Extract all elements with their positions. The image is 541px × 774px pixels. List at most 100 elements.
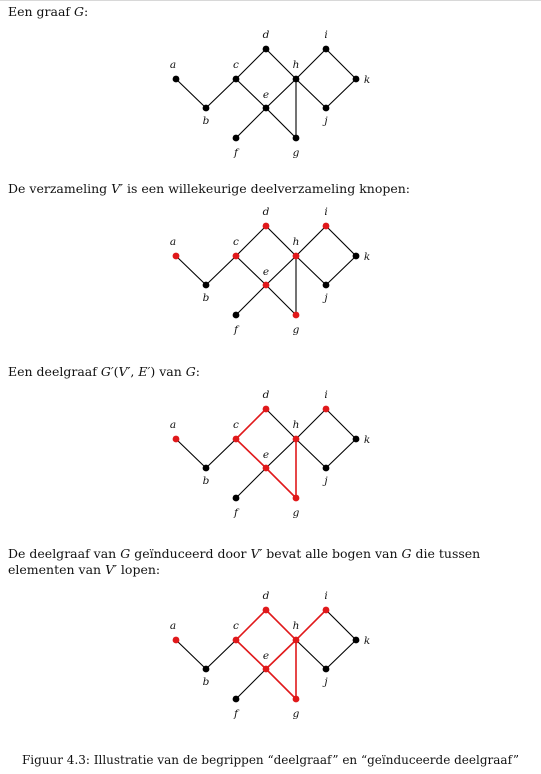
node-e	[262, 464, 270, 472]
edge-e-g	[265, 107, 297, 139]
node-label-k: k	[364, 74, 370, 86]
node-label-k: k	[364, 635, 370, 647]
node-label-a: a	[170, 620, 176, 632]
node-h	[292, 435, 300, 443]
node-label-f: f	[233, 507, 240, 519]
edge-i-k	[325, 408, 357, 440]
paragraph-text-part: Een graaf	[8, 4, 75, 19]
node-label-b: b	[203, 292, 210, 304]
node-label-j: j	[322, 292, 328, 304]
paragraph-text-part: De deelgraaf van	[8, 546, 121, 561]
node-g	[292, 695, 300, 703]
edge-h-i	[295, 408, 327, 440]
node-b	[202, 464, 210, 472]
edge-c-e	[235, 78, 267, 109]
edge-a-b	[175, 78, 207, 109]
node-k	[352, 252, 360, 260]
edge-c-e	[235, 255, 267, 286]
node-label-g: g	[293, 324, 300, 336]
node-i	[322, 405, 330, 413]
node-d	[262, 222, 270, 230]
node-label-i: i	[324, 206, 327, 218]
node-b	[202, 665, 210, 673]
paragraph-text-part: :	[195, 364, 200, 379]
node-j	[322, 104, 330, 112]
node-a	[172, 435, 180, 443]
edge-c-e	[235, 639, 267, 670]
edge-c-d	[235, 48, 267, 80]
edge-e-h	[265, 639, 297, 670]
node-label-d: d	[263, 29, 270, 41]
node-label-h: h	[293, 620, 300, 632]
node-i	[322, 606, 330, 614]
node-d	[262, 606, 270, 614]
edge-h-j	[295, 438, 327, 469]
edge-a-b	[175, 639, 207, 670]
edge-d-h	[265, 609, 297, 641]
node-e	[262, 104, 270, 112]
node-g	[292, 311, 300, 319]
node-i	[322, 45, 330, 53]
paragraph-text-part: V′	[118, 364, 131, 379]
edge-e-f	[235, 107, 267, 139]
paragraph-text-part: G	[74, 4, 85, 19]
node-label-e: e	[263, 266, 269, 278]
node-label-a: a	[170, 236, 176, 248]
edge-b-c	[205, 255, 237, 286]
node-label-g: g	[293, 507, 300, 519]
node-f	[232, 311, 240, 319]
edge-a-b	[175, 255, 207, 286]
edge-j-k	[325, 78, 357, 109]
edge-e-f	[235, 467, 267, 499]
node-label-f: f	[233, 324, 240, 336]
paragraph-text-part: Een deelgraaf	[8, 364, 101, 379]
edge-c-e	[235, 438, 267, 469]
node-j	[322, 665, 330, 673]
node-label-c: c	[233, 620, 239, 632]
node-j	[322, 464, 330, 472]
edge-c-d	[235, 609, 267, 641]
edge-d-h	[265, 408, 297, 440]
node-g	[292, 134, 300, 142]
node-label-c: c	[233, 236, 239, 248]
node-label-d: d	[263, 590, 270, 602]
paragraph-text-part: (	[113, 364, 119, 379]
node-label-k: k	[364, 434, 370, 446]
node-label-h: h	[293, 59, 300, 71]
paragraph-3: Een deelgraaf G′(V′, E′) van G:	[8, 364, 533, 380]
paragraph-text-part: :	[84, 4, 89, 19]
edge-b-c	[205, 438, 237, 469]
paragraph-text-part: G′	[100, 364, 114, 379]
edge-i-k	[325, 225, 357, 257]
node-a	[172, 252, 180, 260]
node-label-j: j	[322, 475, 328, 487]
node-d	[262, 405, 270, 413]
paragraph-text-part: V′	[111, 181, 124, 196]
node-label-d: d	[263, 206, 270, 218]
node-a	[172, 75, 180, 83]
node-c	[232, 435, 240, 443]
node-h	[292, 636, 300, 644]
paragraph-text-part: geïnduceerd door	[130, 546, 251, 561]
node-label-i: i	[324, 590, 327, 602]
edge-h-j	[295, 639, 327, 670]
edge-h-j	[295, 255, 327, 286]
edge-e-h	[265, 255, 297, 286]
edge-d-h	[265, 225, 297, 257]
edge-c-d	[235, 408, 267, 440]
node-k	[352, 435, 360, 443]
node-a	[172, 636, 180, 644]
paragraph-text-part: V′	[105, 562, 117, 577]
edge-e-g	[265, 668, 297, 700]
node-label-b: b	[203, 115, 210, 127]
node-label-b: b	[203, 676, 210, 688]
edge-d-h	[265, 48, 297, 80]
figure-caption: Figuur 4.3: Illustratie van de begrippen…	[21, 753, 520, 767]
node-d	[262, 45, 270, 53]
node-label-a: a	[170, 59, 176, 71]
edge-h-i	[295, 225, 327, 257]
node-label-b: b	[203, 475, 210, 487]
paragraph-text-part: ,	[130, 364, 139, 379]
edge-h-j	[295, 78, 327, 109]
